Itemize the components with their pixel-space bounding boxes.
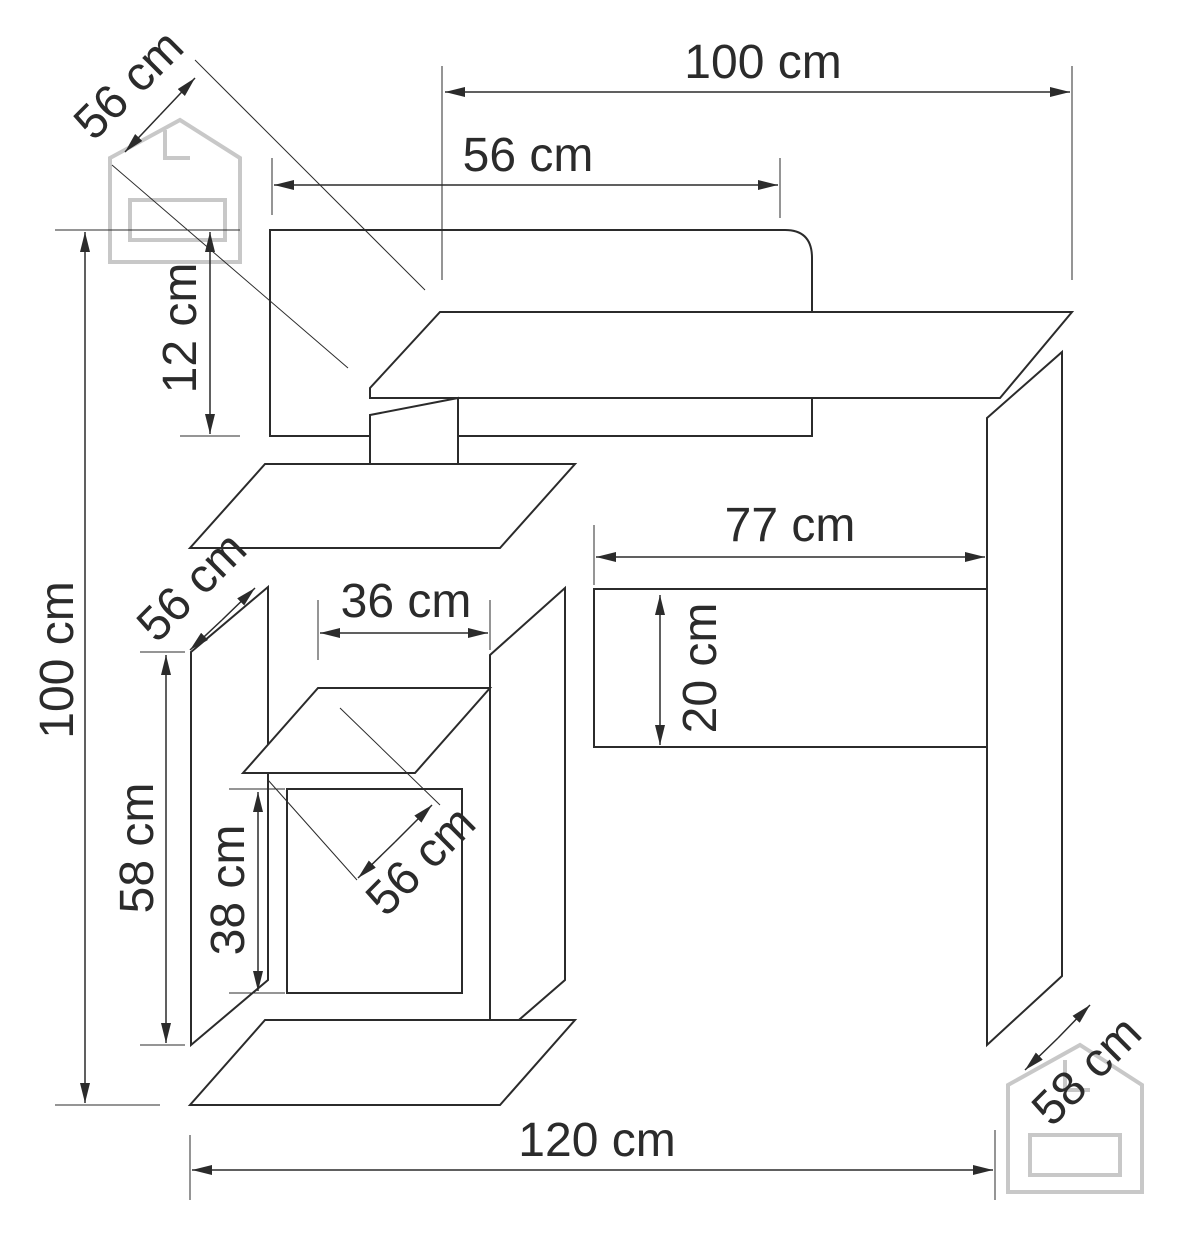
right-leg-panel: [986, 349, 1063, 1048]
upper-cabinet-shelf: [187, 463, 578, 549]
desk-furniture: [187, 229, 1075, 1106]
upper-depth-dim: [159, 77, 196, 116]
label-top-width: 100 cm: [684, 36, 841, 89]
label-niche-width: 36 cm: [341, 575, 472, 628]
label-cabinet-height: 58 cm: [111, 783, 164, 914]
label-shelf-width: 56 cm: [463, 129, 594, 182]
label-niche-height: 38 cm: [202, 825, 255, 956]
cabinet-left-side: [190, 584, 269, 1048]
cabinet-back-panel: [286, 788, 463, 994]
brand-house-logo-icon: [108, 117, 242, 264]
modesty-panel: [593, 588, 988, 748]
label-upper-depth: 56 cm: [64, 20, 194, 150]
leg-depth-dim: [1057, 1004, 1091, 1039]
label-shelf-height: 12 cm: [154, 263, 207, 394]
desk-top-panel: [369, 311, 1075, 399]
side-depth-dim: [221, 587, 256, 621]
dimension-arrows: [80, 77, 1091, 1175]
label-total-height: 100 cm: [31, 581, 84, 738]
label-total-width: 120 cm: [518, 1114, 675, 1167]
label-inner-width: 77 cm: [725, 499, 856, 552]
cabinet-inner-shelf: [240, 687, 493, 774]
label-leg-depth: 58 cm: [1022, 1006, 1152, 1136]
cabinet-bottom-shelf: [187, 1019, 578, 1106]
inner-depth-dim: [394, 804, 433, 843]
cabinet-right-side: [489, 585, 566, 1048]
extension-lines: [55, 59, 1073, 1200]
label-panel-height: 20 cm: [674, 603, 727, 734]
brand-house-logo-icon: [1006, 1042, 1144, 1194]
